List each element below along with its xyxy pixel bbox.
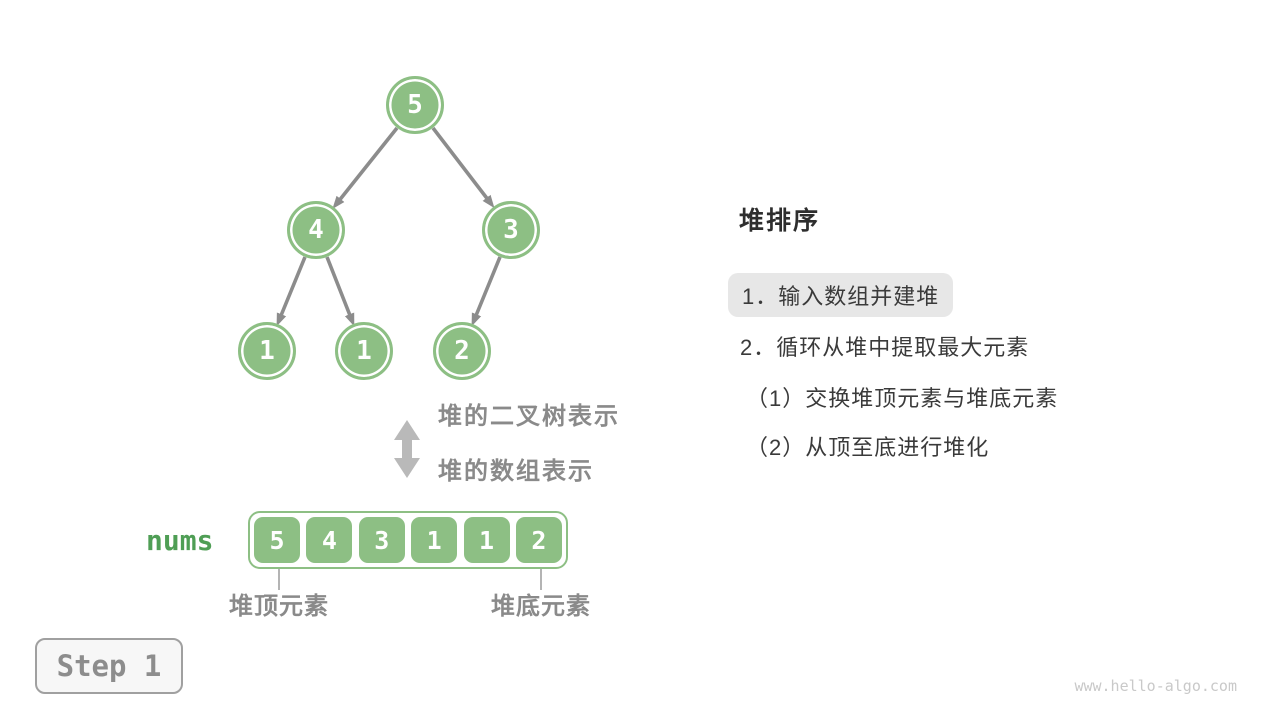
double-arrow-icon [394, 420, 420, 478]
array-cell: 1 [463, 517, 510, 563]
step-badge: Step 1 [35, 638, 183, 694]
step-2-label: 2．循环从堆中提取最大元素 [740, 335, 1030, 360]
edge-4-1L [276, 256, 307, 327]
tree-node-leaf-3: 2 [433, 322, 491, 380]
step-2-2-label: （2）从顶至底进行堆化 [746, 435, 990, 460]
edge-4-1R [325, 256, 355, 327]
tree-node-value: 3 [503, 215, 519, 245]
binary-tree-representation-label: 堆的二叉树表示 [438, 403, 620, 430]
tree-node-value: 4 [308, 215, 324, 245]
tree-node-leaf-2: 1 [335, 322, 393, 380]
callout-lines [278, 567, 542, 590]
array-cell: 2 [515, 517, 562, 563]
edge-3-2 [471, 256, 502, 327]
step-2-1-row: （1）交换堆顶元素与堆底元素 [746, 381, 1058, 417]
panel-title: 堆排序 [739, 207, 821, 235]
array-cell: 1 [411, 517, 458, 563]
current-step-highlight: 1．输入数组并建堆 [728, 273, 954, 317]
array-cell: 3 [358, 517, 405, 563]
heap-top-label: 堆顶元素 [229, 593, 329, 620]
edge-5-4 [332, 126, 399, 210]
tree-node-value: 1 [259, 336, 275, 366]
edge-5-3 [431, 126, 495, 209]
step-1-label: 1．输入数组并建堆 [742, 284, 940, 309]
tree-node-left: 4 [287, 201, 345, 259]
tree-node-leaf-1: 1 [238, 322, 296, 380]
array-cell: 5 [254, 517, 300, 563]
watermark: www.hello-algo.com [1074, 677, 1237, 695]
tree-node-value: 5 [407, 90, 423, 120]
tree-node-value: 2 [454, 336, 470, 366]
heap-array: 5 4 3 1 1 2 [248, 511, 568, 569]
tree-node-right: 3 [482, 201, 540, 259]
array-representation-label: 堆的数组表示 [438, 458, 594, 485]
tree-edges [276, 126, 502, 327]
step-2-row: 2．循环从堆中提取最大元素 [740, 330, 1029, 366]
tree-node-root: 5 [386, 76, 444, 134]
heap-bottom-label: 堆底元素 [491, 593, 591, 620]
step-2-2-row: （2）从顶至底进行堆化 [746, 430, 989, 466]
step-2-1-label: （1）交换堆顶元素与堆底元素 [746, 386, 1059, 411]
array-cell: 4 [306, 517, 353, 563]
tree-node-value: 1 [356, 336, 372, 366]
array-name-label: nums [146, 524, 214, 557]
